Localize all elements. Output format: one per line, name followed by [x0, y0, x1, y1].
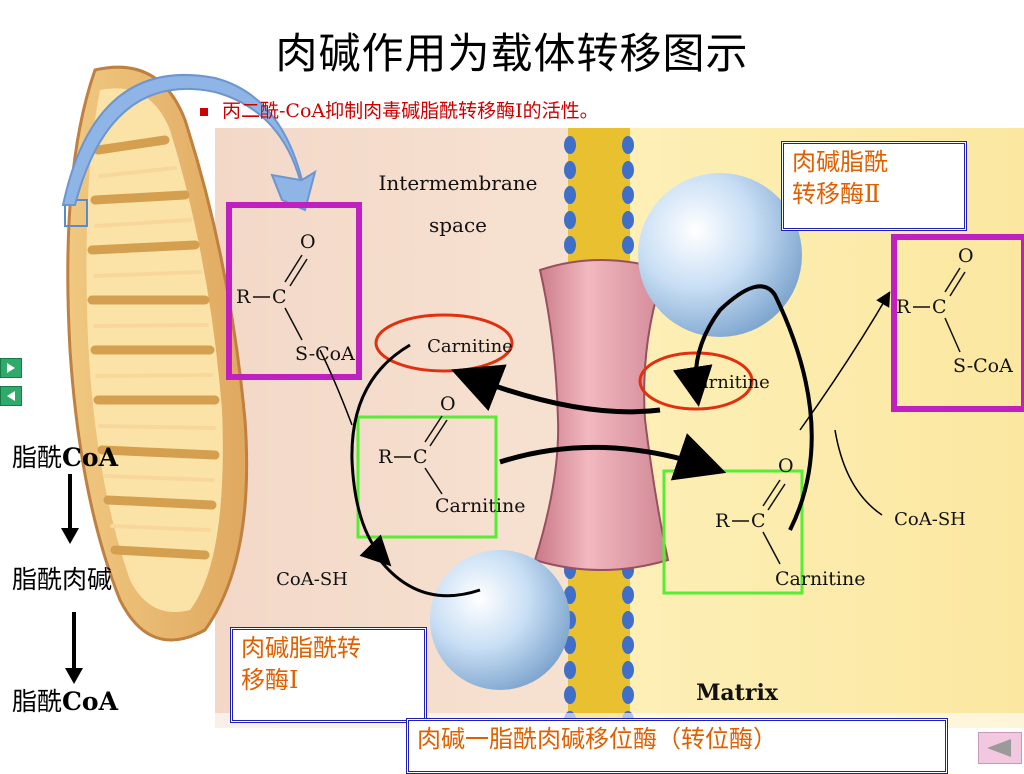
svg-text:C: C [272, 286, 287, 308]
svg-text:O: O [300, 231, 316, 253]
svg-text:S-CoA: S-CoA [953, 355, 1013, 377]
cat2-line2: 转移酶Ⅱ [792, 180, 881, 208]
svg-text:Carnitine: Carnitine [775, 568, 865, 590]
svg-text:Carnitine: Carnitine [435, 495, 525, 517]
zoom-arrow [61, 73, 317, 212]
svg-text:O: O [778, 455, 794, 477]
reaction-arrows [319, 284, 891, 598]
side-step-acyl-carnitine: 脂酰肉碱 [12, 565, 113, 594]
acyl-coa-box-left [226, 202, 362, 380]
side-arrow-2-head [65, 668, 83, 684]
subtitle-bullet: 丙二酰-CoA抑制肉毒碱脂酰转移酶I的活性。 [200, 96, 599, 123]
svg-text:R: R [715, 510, 730, 532]
side-arrow-1 [68, 474, 72, 530]
svg-text:O: O [440, 393, 456, 415]
side-arrow-1-head [61, 528, 79, 544]
side-arrow-2 [72, 612, 76, 672]
mitochondrion-illustration [64, 65, 249, 642]
carnitine-oval-left [374, 313, 514, 373]
play-right-icon[interactable] [0, 358, 22, 378]
coa-sh-label-left: CoA-SH [276, 569, 348, 590]
cat1-label: 肉碱脂酰转 移酶Ⅰ [230, 627, 427, 723]
cat1-line2: 移酶Ⅰ [241, 666, 299, 694]
carnitine-label-left: Carnitine [427, 336, 513, 357]
coa-sh-label-right: CoA-SH [894, 509, 966, 530]
prev-slide-icon[interactable] [978, 732, 1022, 764]
cat2-enzyme [638, 173, 802, 337]
cat2-label: 肉碱脂酰 转移酶Ⅱ [781, 141, 967, 231]
cat1-line1: 肉碱脂酰转 [241, 634, 361, 662]
acyl-coa-structure-right: R C O S-CoA [896, 245, 1013, 377]
page-title: 肉碱作用为载体转移图示 [275, 29, 749, 78]
svg-text:C: C [413, 446, 428, 468]
svg-text:R: R [236, 286, 251, 308]
side-step-acyl-coa-2: 脂酰CoA [12, 687, 118, 716]
acyl-coa-structure-left: R C O S-CoA [236, 231, 355, 365]
acyl-carnitine-box-right [662, 469, 804, 595]
acyl-carnitine-box-left [356, 415, 498, 539]
translocase-label: 肉碱一脂酰肉碱移位酶（转位酶） [406, 718, 948, 774]
acyl-coa-box-right [891, 234, 1024, 412]
intermembrane-label: Intermembrane [379, 171, 538, 195]
cat1-enzyme [430, 550, 570, 690]
svg-text:O: O [958, 245, 974, 267]
subtitle-text: 丙二酰-CoA抑制肉毒碱脂酰转移酶I的活性。 [222, 100, 599, 122]
cat2-line1: 肉碱脂酰 [792, 148, 888, 176]
translocase-text: 肉碱一脂酰肉碱移位酶（转位酶） [417, 725, 777, 753]
svg-text:C: C [932, 296, 947, 318]
acyl-carnitine-structure-right: R C O Carnitine [715, 455, 865, 590]
svg-text:S-CoA: S-CoA [295, 343, 355, 365]
side-step-acyl-coa-1: 脂酰CoA [12, 443, 118, 472]
play-left-icon[interactable] [0, 386, 22, 406]
svg-text:R: R [896, 296, 911, 318]
bullet-marker [200, 108, 208, 116]
carnitine-oval-right [638, 351, 754, 411]
matrix-label: Matrix [696, 680, 779, 706]
space-label: space [429, 213, 487, 237]
svg-text:C: C [751, 510, 766, 532]
svg-text:R: R [378, 446, 393, 468]
